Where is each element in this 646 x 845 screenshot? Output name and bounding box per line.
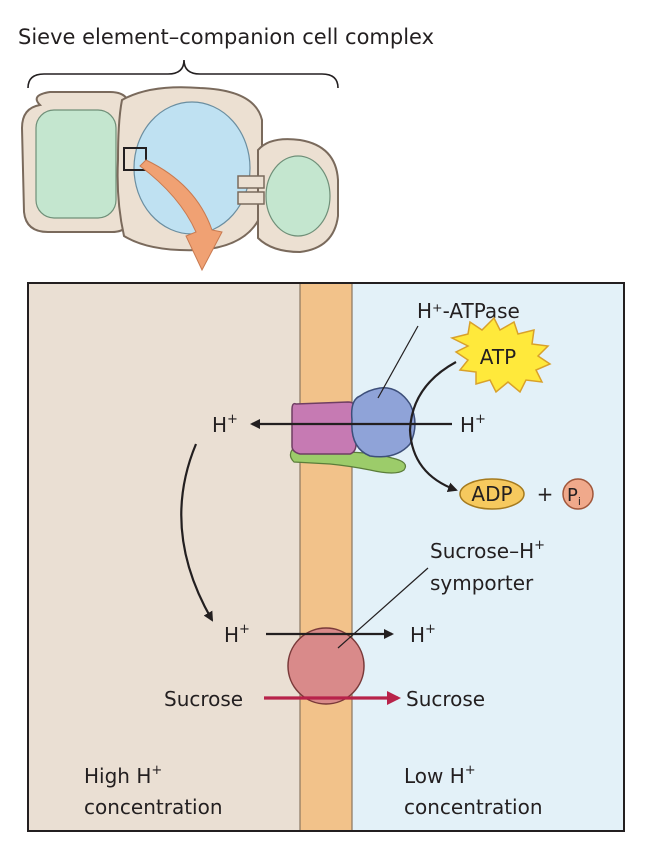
atp-label: ATP (480, 345, 516, 369)
pump-blue-subunit (350, 387, 416, 458)
h-atpase-leader (377, 325, 419, 399)
low-h-label-line2: concentration (404, 795, 543, 819)
symporter-label-line1: Sucrose–H+ (430, 538, 545, 563)
atp-hydrolysis-arrow (408, 361, 458, 492)
low-h-label-line1: Low H+ (404, 763, 476, 788)
high-h-label-line2: concentration (84, 795, 223, 819)
main-panel (27, 282, 625, 832)
pi-circle (562, 478, 594, 510)
pump-magenta-subunit (291, 401, 357, 455)
zoom-arrow (139, 159, 223, 272)
adp-oval (459, 478, 525, 510)
cell-inset (20, 86, 339, 254)
plasmodesma-2 (237, 191, 265, 205)
diagram-title: Sieve element–companion cell complex (18, 25, 434, 49)
symporter-label-line2: symporter (430, 571, 534, 595)
left-companion-lumen (35, 109, 117, 219)
sucrose-h-symporter (287, 627, 365, 705)
h-right-label: H+ (460, 412, 486, 437)
h-lower-right-label: H+ (410, 622, 436, 647)
left-compartment (28, 283, 300, 831)
complex-brace (27, 59, 339, 89)
adp-label: ADP (471, 482, 512, 506)
sucrose-right-label: Sucrose (406, 687, 485, 711)
right-companion-lumen (265, 155, 331, 237)
h-lower-left-label: H+ (224, 622, 250, 647)
plasma-membrane (300, 283, 352, 831)
h-diffusion-arrow (180, 443, 213, 622)
h-atpase-label: H⁺-ATPase (417, 299, 520, 323)
atp-star: ATP (449, 316, 552, 394)
adp-plus: + (537, 482, 554, 506)
sucrose-left-label: Sucrose (164, 687, 243, 711)
h-atpase-pump (289, 387, 416, 474)
plasmodesma-1 (237, 175, 265, 189)
high-h-label-line1: High H+ (84, 763, 162, 788)
zoom-box (123, 147, 147, 171)
pi-label: Pi (567, 485, 581, 508)
h-left-label: H+ (212, 412, 238, 437)
panel-border (27, 282, 625, 832)
